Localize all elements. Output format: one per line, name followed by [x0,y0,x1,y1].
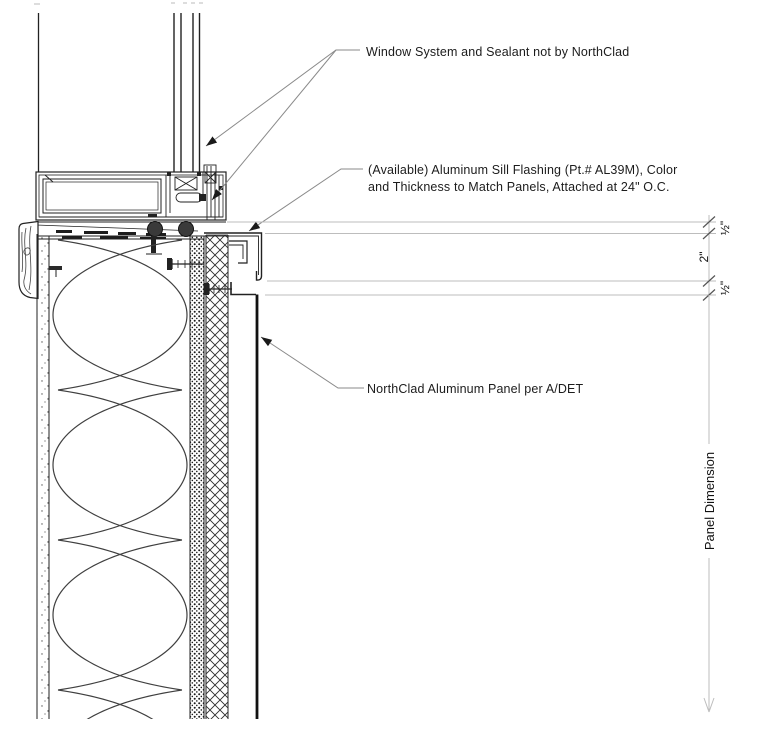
panel-clip [229,240,248,264]
dim-label-bottom-half-inch: ½" [718,281,732,295]
wood-blocking [18,220,39,300]
leader-lines [205,49,364,389]
dimension-lines: ½" 2" ½" [227,215,732,301]
dim-label-two-inch: 2" [697,252,711,263]
gasket-left [147,221,163,237]
leader-panel [260,336,364,389]
sheathing [189,236,205,719]
rigid-insulation [205,234,229,719]
annotation-sill-flashing-line2: and Thickness to Match Panels, Attached … [368,180,670,194]
window-frame [35,164,227,221]
annotation-sill-flashing: (Available) Aluminum Sill Flashing (Pt.#… [368,162,677,196]
batt-insulation [49,239,190,719]
angle-clip [49,266,62,270]
annotation-window-system: Window System and Sealant not by NorthCl… [366,45,630,59]
leader-flashing [248,168,363,232]
gypsum-board [36,234,50,719]
gasket-right [178,221,194,237]
annotation-panel: NorthClad Aluminum Panel per A/DET [367,382,584,396]
down-arrow-icon [703,697,715,713]
sill-flashing [204,232,263,281]
screw-upper [167,258,204,270]
dim-label-top-half-inch: ½" [718,221,732,235]
window-glass [173,13,201,180]
leader-window-frame [211,49,337,201]
panel-dimension-line: Panel Dimension [702,295,717,713]
aluminum-panel [230,282,259,719]
break-marks [34,2,203,5]
leader-window-glass [205,49,360,147]
screw-lower [204,283,232,295]
panel-dimension-label: Panel Dimension [702,452,717,550]
annotation-sill-flashing-line1: (Available) Aluminum Sill Flashing (Pt.#… [368,163,678,177]
